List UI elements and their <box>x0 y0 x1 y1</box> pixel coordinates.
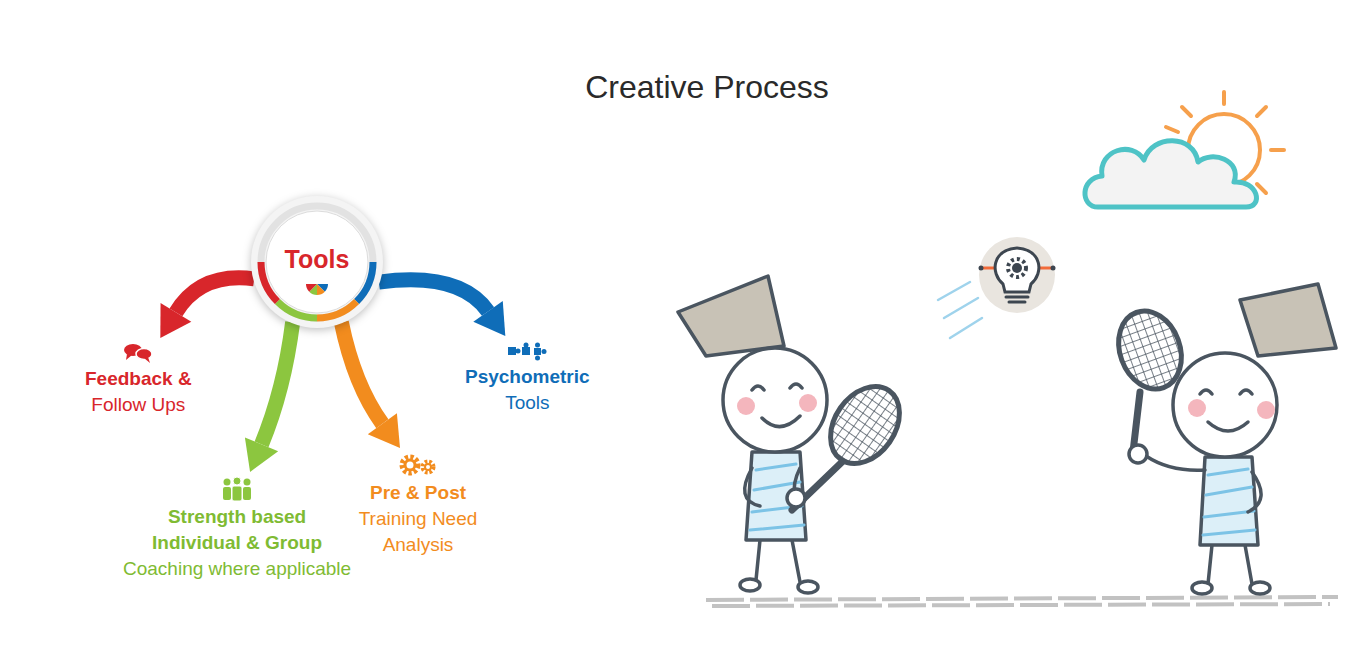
idea-bulb <box>979 237 1056 313</box>
icon-holder <box>506 340 548 362</box>
diagram-title: Creative Process <box>457 68 957 106</box>
motion-lines <box>938 282 982 338</box>
hub-pie-slice <box>306 284 317 292</box>
analysis-box: Pre & PostTraining Need Analysis <box>337 448 499 562</box>
psychometric-box: PsychometricTools <box>459 336 596 420</box>
icon-holder <box>396 452 440 478</box>
puzzle-icon <box>506 340 548 362</box>
right-player <box>1108 284 1336 594</box>
tool-arrow <box>379 280 505 336</box>
people-icon <box>219 476 255 502</box>
coaching-box: Strength based Individual & GroupCoachin… <box>117 472 357 586</box>
tool-arrow <box>160 278 254 338</box>
hub-label: Tools <box>249 244 385 274</box>
arrow-shaft <box>262 322 293 444</box>
node-heading: Pre & Post <box>370 480 466 506</box>
chat-icon <box>122 342 154 364</box>
arrow-head <box>160 303 191 338</box>
feedback-box: Feedback &Follow Ups <box>79 338 198 422</box>
left-player <box>678 276 914 593</box>
node-body: Tools <box>505 390 549 416</box>
ground <box>706 597 1338 606</box>
arrow-shaft <box>379 280 488 312</box>
tools-hub: Tools <box>249 194 385 330</box>
node-heading: Strength based Individual & Group <box>135 504 340 556</box>
arrow-shaft <box>341 322 382 423</box>
node-body: Coaching where applicable <box>123 556 351 582</box>
arrow-shaft <box>176 278 254 313</box>
node-heading: Feedback & <box>85 366 192 392</box>
cloud <box>1085 141 1257 207</box>
hub-pie-slice <box>317 284 325 295</box>
node-body: Training Need Analysis <box>343 506 493 558</box>
node-heading: Psychometric <box>465 364 590 390</box>
icon-holder <box>122 342 154 364</box>
arrow-head <box>245 437 278 472</box>
arrow-head <box>473 301 505 336</box>
gears-icon <box>396 452 440 478</box>
tool-arrow <box>341 322 400 448</box>
tool-arrow <box>245 322 293 472</box>
node-body: Follow Ups <box>91 392 185 418</box>
icon-holder <box>219 476 255 502</box>
arrow-head <box>368 413 400 448</box>
